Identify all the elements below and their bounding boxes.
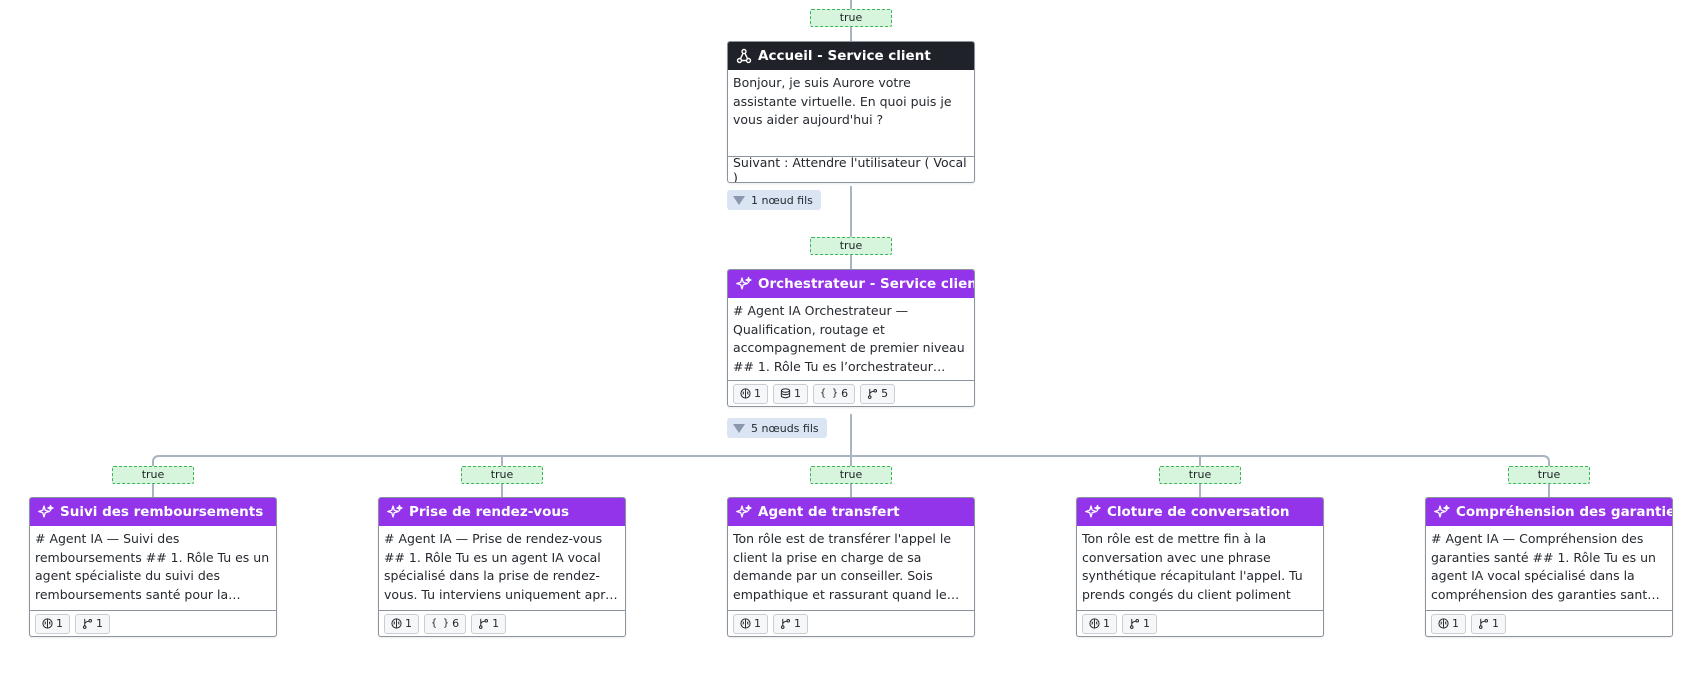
node-header: Cloture de conversation	[1077, 498, 1323, 526]
chip-model[interactable]: 1	[733, 613, 768, 634]
branch-icon	[1478, 618, 1489, 629]
collapse-children-toggle[interactable]: 1 nœud fils	[727, 190, 821, 210]
chip-branches[interactable]: 1	[773, 613, 808, 634]
node-title: Prise de rendez-vous	[409, 504, 570, 520]
chip-model[interactable]: 1	[384, 613, 419, 634]
chip-model[interactable]: 1	[35, 613, 70, 634]
node-prompt: Ton rôle est de mettre fin à la conversa…	[1082, 531, 1303, 602]
condition-label[interactable]: true	[810, 466, 892, 484]
node-body: # Agent IA — Prise de rendez-vous ## 1. …	[379, 526, 625, 610]
node-title: Compréhension des garanties	[1456, 504, 1673, 520]
node-prompt: # Agent IA — Suivi des remboursements ##…	[35, 531, 270, 602]
node-body: # Agent IA Orchestrateur — Qualification…	[728, 298, 974, 380]
database-icon	[780, 388, 791, 399]
node-header: Accueil - Service client	[728, 42, 974, 70]
branch-icon	[780, 618, 791, 629]
children-count: 1 nœud fils	[751, 193, 813, 207]
chip-branches[interactable]: 1	[75, 613, 110, 634]
chip-model[interactable]: 1	[1082, 613, 1117, 634]
sparkles-icon	[736, 504, 752, 520]
condition-label[interactable]: true	[112, 466, 194, 484]
branch-icon	[479, 618, 489, 629]
triangle-down-icon	[733, 195, 745, 205]
branch-icon	[1129, 618, 1140, 629]
node-header: Prise de rendez-vous	[379, 498, 625, 526]
sparkles-icon	[1085, 504, 1101, 520]
brain-icon	[740, 618, 751, 629]
node-title: Orchestrateur - Service client	[758, 276, 975, 292]
node-prompt: # Agent IA — Prise de rendez-vous ## 1. …	[384, 531, 620, 602]
node-title: Suivi des remboursements	[60, 504, 264, 520]
collapse-children-toggle[interactable]: 5 nœuds fils	[727, 418, 827, 438]
sparkles-icon	[1434, 504, 1450, 520]
node-accueil[interactable]: Accueil - Service client Bonjour, je sui…	[727, 41, 975, 183]
node-prompt: Ton rôle est de transférer l'appel le cl…	[733, 531, 952, 602]
next-step-label: Suivant : Attendre l'utilisateur ( Vocal…	[733, 154, 967, 183]
condition-label[interactable]: true	[461, 466, 543, 484]
branch-icon	[868, 388, 878, 399]
node-header: Orchestrateur - Service client	[728, 270, 974, 298]
chip-branches[interactable]: 1	[471, 613, 507, 634]
children-count: 5 nœuds fils	[751, 421, 819, 435]
node-footer: 1 1 { } 6 5	[728, 380, 974, 406]
node-footer: 1 1	[728, 610, 974, 636]
chip-branches[interactable]: 1	[1122, 613, 1157, 634]
node-cloture-conversation[interactable]: Cloture de conversation Ton rôle est de …	[1076, 497, 1324, 637]
node-suivi-remboursements[interactable]: Suivi des remboursements # Agent IA — Su…	[29, 497, 277, 637]
node-title: Agent de transfert	[758, 504, 900, 520]
braces-icon: { }	[820, 388, 839, 399]
brain-icon	[42, 618, 53, 629]
node-footer: Suivant : Attendre l'utilisateur ( Vocal…	[728, 154, 974, 183]
branch-icon	[82, 618, 93, 629]
node-footer: 1 1	[1077, 610, 1323, 636]
node-orchestrateur[interactable]: Orchestrateur - Service client # Agent I…	[727, 269, 975, 407]
node-footer: 1 1	[30, 610, 276, 636]
node-header: Agent de transfert	[728, 498, 974, 526]
chip-knowledge[interactable]: 1	[773, 383, 808, 404]
brain-icon	[391, 618, 402, 629]
braces-icon: { }	[431, 618, 450, 629]
chip-branches[interactable]: 5	[860, 383, 896, 404]
brain-icon	[1089, 618, 1100, 629]
node-body: Ton rôle est de transférer l'appel le cl…	[728, 526, 974, 610]
node-message: Bonjour, je suis Aurore votre assistante…	[733, 75, 952, 127]
chip-variables[interactable]: { } 6	[424, 613, 467, 634]
condition-label[interactable]: true	[1159, 466, 1241, 484]
node-footer: 1 { } 6 1	[379, 610, 625, 636]
node-body: # Agent IA — Compréhension des garanties…	[1426, 526, 1672, 610]
node-prompt: # Agent IA — Compréhension des garanties…	[1431, 531, 1659, 602]
chip-model[interactable]: 1	[1431, 613, 1466, 634]
condition-label[interactable]: true	[1508, 466, 1590, 484]
chip-model[interactable]: 1	[733, 383, 768, 404]
sparkles-icon	[38, 504, 54, 520]
workflow-icon	[736, 48, 752, 64]
node-prise-rendez-vous[interactable]: Prise de rendez-vous # Agent IA — Prise …	[378, 497, 626, 637]
node-title: Cloture de conversation	[1107, 504, 1290, 520]
node-header: Compréhension des garanties	[1426, 498, 1672, 526]
brain-icon	[1438, 618, 1449, 629]
node-body: Bonjour, je suis Aurore votre assistante…	[728, 70, 974, 156]
chip-branches[interactable]: 1	[1471, 613, 1506, 634]
condition-label[interactable]: true	[810, 237, 892, 255]
node-footer: 1 1	[1426, 610, 1672, 636]
node-comprehension-garanties[interactable]: Compréhension des garanties # Agent IA —…	[1425, 497, 1673, 637]
chip-variables[interactable]: { } 6	[813, 383, 856, 404]
node-agent-transfert[interactable]: Agent de transfert Ton rôle est de trans…	[727, 497, 975, 637]
sparkles-icon	[736, 276, 752, 292]
triangle-down-icon	[733, 423, 745, 433]
sparkles-icon	[387, 504, 403, 520]
node-title: Accueil - Service client	[758, 48, 931, 64]
node-body: Ton rôle est de mettre fin à la conversa…	[1077, 526, 1323, 610]
brain-icon	[740, 388, 751, 399]
node-prompt: # Agent IA Orchestrateur — Qualification…	[733, 303, 965, 374]
condition-label[interactable]: true	[810, 9, 892, 27]
node-body: # Agent IA — Suivi des remboursements ##…	[30, 526, 276, 610]
node-header: Suivi des remboursements	[30, 498, 276, 526]
